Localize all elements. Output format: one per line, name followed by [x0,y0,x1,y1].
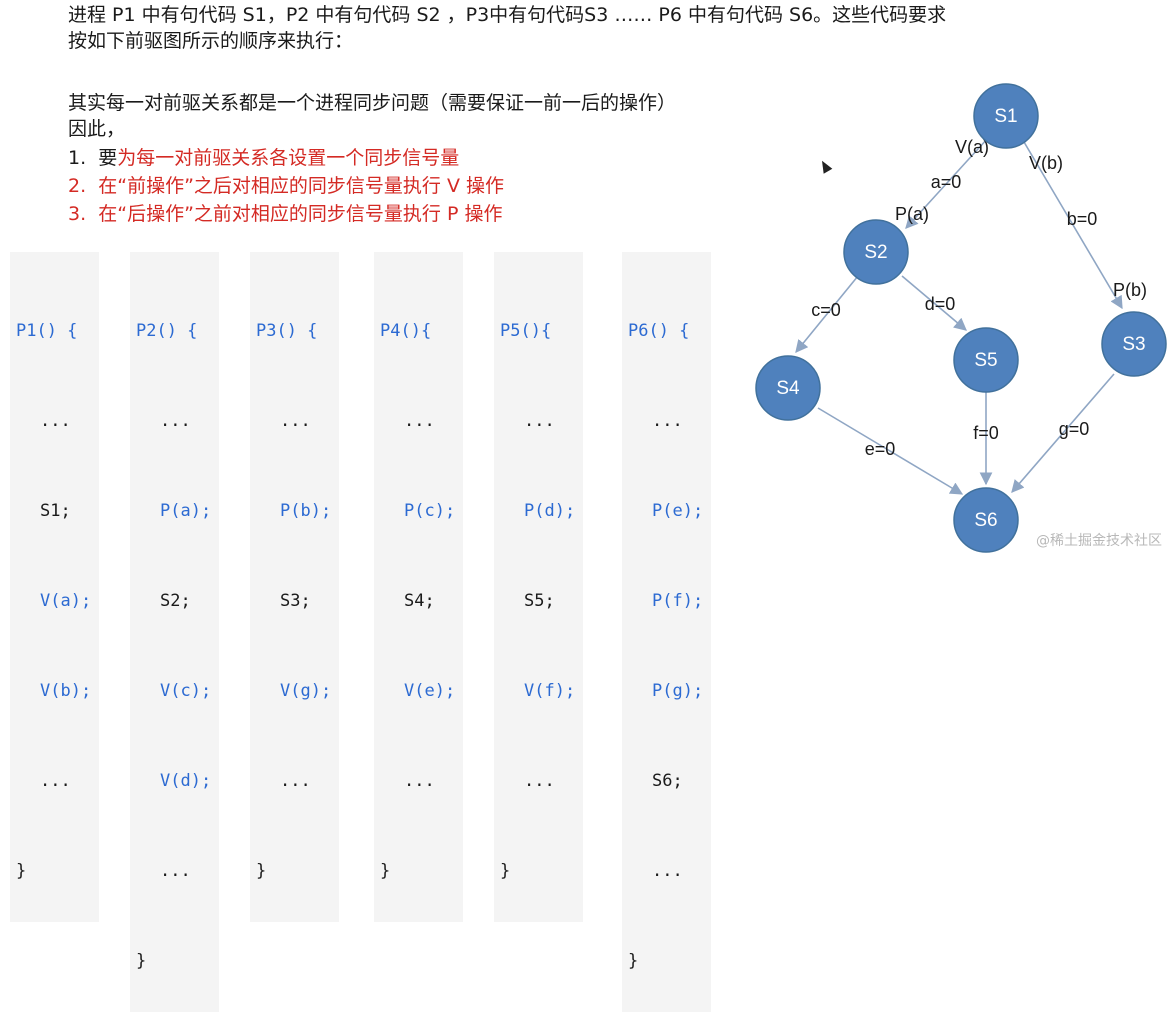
code-line: P(c); [404,501,456,521]
node-label: S3 [1122,334,1145,355]
code-line: V(d); [160,771,212,791]
code-line: ... [160,861,191,881]
code-close: } [16,861,27,881]
edge-s1-s3 [1023,141,1123,310]
precedence-graph: V(a) V(b) a=0 P(a) b=0 P(b) c=0 d=0 e=0 … [755,83,1167,553]
node-label: S5 [974,350,997,371]
code-line: P(a); [160,501,212,521]
explain-line-2: 因此， [68,118,126,140]
step-3-text: 在“后操作”之前对相应的同步信号量执行 P 操作 [98,203,503,225]
code-line: ... [280,771,311,791]
code-header: P2() { [136,321,198,341]
code-line: ... [524,411,555,431]
code-close: } [256,861,267,881]
edge-s1-s2 [905,137,989,229]
code-line: S6; [652,771,683,791]
code-line: P(b); [280,501,332,521]
code-line: P(g); [652,681,704,701]
edge-label: f=0 [973,423,999,443]
step-1-num: 1. [68,147,87,169]
edge-s4-s6 [817,407,964,495]
step-3-num: 3. [68,203,87,225]
edge-label: V(b) [1029,153,1063,173]
step-2: 2. 在“前操作”之后对相应的同步信号量执行 V 操作 [68,173,504,199]
code-line: V(c); [160,681,212,701]
node-label: S1 [994,106,1017,127]
code-line: P(d); [524,501,576,521]
code-line: ... [40,411,71,431]
edge-label: g=0 [1059,419,1090,439]
code-close: } [500,861,511,881]
edge-s3-s6 [1011,373,1115,493]
node-s5: S5 [953,327,1019,393]
code-block-p4: P4(){ ... P(c); S4; V(e); ... } [374,252,464,922]
edge-label: d=0 [925,294,956,314]
code-line: V(e); [404,681,456,701]
code-block-p5: P5(){ ... P(d); S5; V(f); ... } [494,252,584,922]
step-2-num: 2. [68,175,87,197]
code-header: P3() { [256,321,318,341]
code-line: ... [524,771,555,791]
code-block-p2: P2() { ... P(a); S2; V(c); V(d); ... } [130,252,220,1012]
code-close: } [628,951,639,971]
step-2-text: 在“前操作”之后对相应的同步信号量执行 V 操作 [98,175,504,197]
code-header: P1() { [16,321,78,341]
code-line: ... [652,861,683,881]
code-close: } [136,951,147,971]
edge-label: P(a) [895,204,929,224]
edge-label: c=0 [811,300,841,320]
node-label: S6 [974,510,997,531]
edge-label: a=0 [931,172,962,192]
edge-label: b=0 [1067,209,1098,229]
step-3: 3. 在“后操作”之前对相应的同步信号量执行 P 操作 [68,201,502,227]
code-line: P(e); [652,501,704,521]
node-s6: S6 [953,487,1019,553]
code-line: V(f); [524,681,576,701]
intro-line-1: 进程 P1 中有句代码 S1，P2 中有句代码 S2 ，P3中有句代码S3 ……… [68,4,947,26]
step-1: 1. 要为每一对前驱关系各设置一个同步信号量 [68,145,459,171]
code-block-p3: P3() { ... P(b); S3; V(g); ... } [250,252,340,922]
code-header: P5(){ [500,321,552,341]
edge-label: V(a) [955,137,989,157]
code-line: P(f); [652,591,704,611]
node-label: S2 [864,242,887,263]
code-line: S5; [524,591,555,611]
node-s2: S2 [843,219,909,285]
code-line: ... [404,771,435,791]
code-line: ... [40,771,71,791]
code-line: ... [160,411,191,431]
code-line: S1; [40,501,71,521]
code-line: V(g); [280,681,332,701]
node-s3: S3 [1101,311,1167,377]
code-header: P6() { [628,321,690,341]
code-line: S4; [404,591,435,611]
edge-s2-s5 [901,275,967,331]
explain-line-1: 其实每一对前驱关系都是一个进程同步问题（需要保证一前一后的操作） [68,92,677,114]
code-line: ... [652,411,683,431]
code-close: } [380,861,391,881]
edge-label: P(b) [1113,280,1147,300]
node-s4: S4 [755,355,821,421]
edge-s2-s4 [795,275,859,353]
node-label: S4 [776,378,800,399]
code-line: V(b); [40,681,92,701]
edge-label: e=0 [865,439,896,459]
code-header: P4(){ [380,321,432,341]
code-block-p6: P6() { ... P(e); P(f); P(g); S6; ... } [622,252,712,1012]
code-line: ... [404,411,435,431]
step-1-prefix: 要 [98,147,118,169]
intro-line-2: 按如下前驱图所示的顺序来执行： [68,30,354,52]
node-s1: S1 [973,83,1039,149]
step-1-text: 为每一对前驱关系各设置一个同步信号量 [117,147,460,169]
code-block-p1: P1() { ... S1; V(a); V(b); ... } [10,252,100,922]
code-line: S3; [280,591,311,611]
code-line: ... [280,411,311,431]
watermark: @稀土掘金技术社区 [1036,533,1162,549]
code-line: V(a); [40,591,92,611]
code-line: S2; [160,591,191,611]
